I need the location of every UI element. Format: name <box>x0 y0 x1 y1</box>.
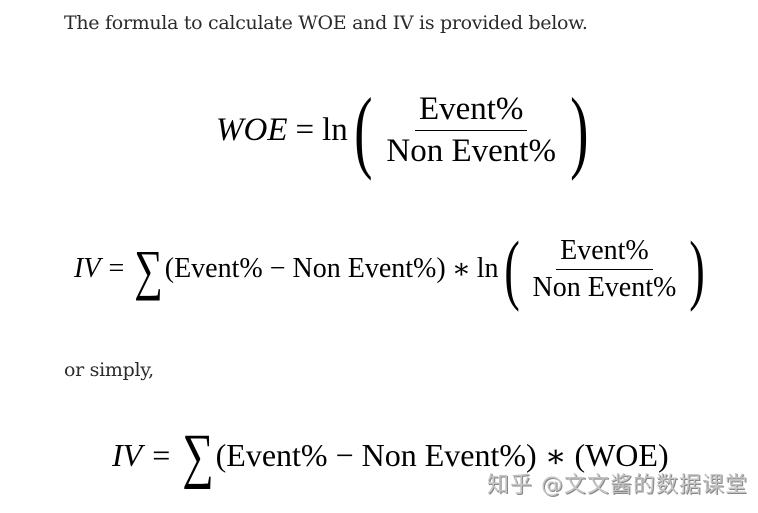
simply-text: or simply, <box>64 359 154 381</box>
sum-symbol: ∑ <box>182 421 214 490</box>
fraction: Event% Non Event% <box>382 91 560 170</box>
right-paren: ) <box>689 225 706 312</box>
woe-term: (WOE) <box>574 437 669 473</box>
times-sign: ∗ <box>544 437 567 474</box>
iv-formula: IV = ∑ (Event% − Non Event%) ∗ ln ( Even… <box>74 230 710 308</box>
left-paren: ( <box>503 225 520 312</box>
difference-term: (Event% − Non Event%) <box>215 437 537 473</box>
iv-lhs: IV <box>112 437 143 473</box>
equals-sign: = <box>295 111 315 148</box>
denominator: Non Event% <box>532 271 677 303</box>
right-paren: ) <box>570 79 589 181</box>
iv-simple-formula: IV = ∑ (Event% − Non Event%) ∗ (WOE) <box>112 421 669 490</box>
sum-symbol: ∑ <box>134 237 163 301</box>
difference-term: (Event% − Non Event%) <box>164 253 446 284</box>
times-sign: ∗ <box>451 254 471 285</box>
equals-sign: = <box>108 253 125 284</box>
iv-lhs: IV <box>74 253 101 284</box>
woe-formula: WOE = ln ( Event% Non Event% ) <box>216 84 595 176</box>
woe-lhs: WOE <box>216 111 288 148</box>
numerator: Event% <box>556 235 653 270</box>
equals-sign: = <box>152 437 171 473</box>
watermark: 知乎 @文文酱的数据课堂 <box>487 473 748 498</box>
intro-text: The formula to calculate WOE and IV is p… <box>64 12 588 34</box>
ln-function: ln <box>322 111 348 148</box>
left-paren: ( <box>353 79 373 181</box>
ln-function: ln <box>476 253 499 284</box>
numerator: Event% <box>414 91 528 131</box>
denominator: Non Event% <box>386 132 556 169</box>
fraction: Event% Non Event% <box>528 235 680 304</box>
